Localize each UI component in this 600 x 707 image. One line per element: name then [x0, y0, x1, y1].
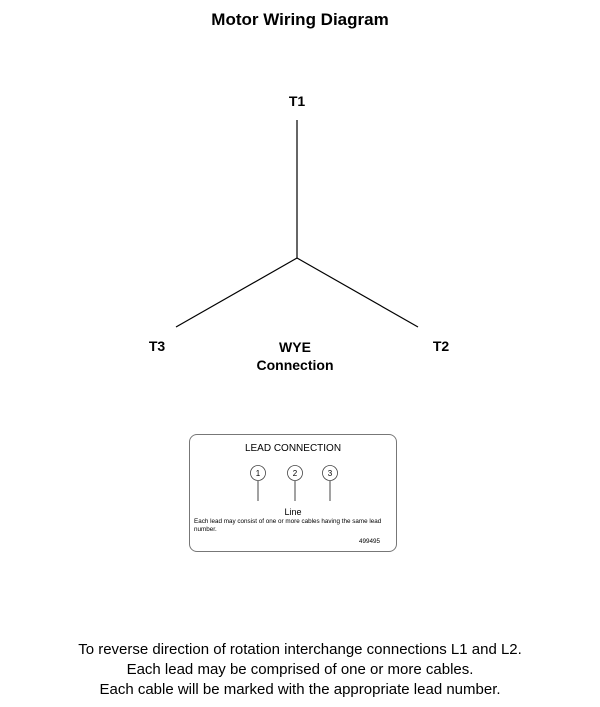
terminal-t2-label: T2 — [432, 338, 450, 354]
footer-line-1: To reverse direction of rotation interch… — [78, 641, 522, 658]
footer-notes: To reverse direction of rotation interch… — [0, 640, 600, 700]
footer-line-2: Each lead may be comprised of one or mor… — [126, 661, 474, 678]
lead-3: 3 — [322, 465, 338, 501]
terminal-t1-label: T1 — [288, 93, 306, 109]
lead-3-number: 3 — [328, 469, 333, 478]
lead-note: Each lead may consist of one or more cab… — [194, 518, 382, 533]
wire-t3 — [175, 257, 298, 328]
wye-label-line2: Connection — [256, 357, 334, 373]
wye-label-line1: WYE — [279, 339, 311, 355]
lead-2-number: 2 — [293, 469, 298, 478]
label-code: 499495 — [358, 538, 380, 545]
lead-2: 2 — [287, 465, 303, 501]
line-label: Line — [284, 507, 302, 517]
wire-t2 — [296, 257, 419, 328]
terminal-t3-label: T3 — [148, 338, 166, 354]
lead-1: 1 — [250, 465, 266, 501]
lead-connection-title: LEAD CONNECTION — [244, 443, 342, 454]
diagram-title: Motor Wiring Diagram — [211, 10, 389, 29]
lead-1-number: 1 — [256, 469, 261, 478]
wye-connection-label: WYE Connection — [230, 338, 360, 374]
lead-connection-label: LEAD CONNECTION 1 2 3 Line Each lead may… — [189, 434, 397, 552]
footer-line-3: Each cable will be marked with the appro… — [99, 681, 501, 698]
lead-terminals: 1 2 3 — [250, 465, 338, 501]
